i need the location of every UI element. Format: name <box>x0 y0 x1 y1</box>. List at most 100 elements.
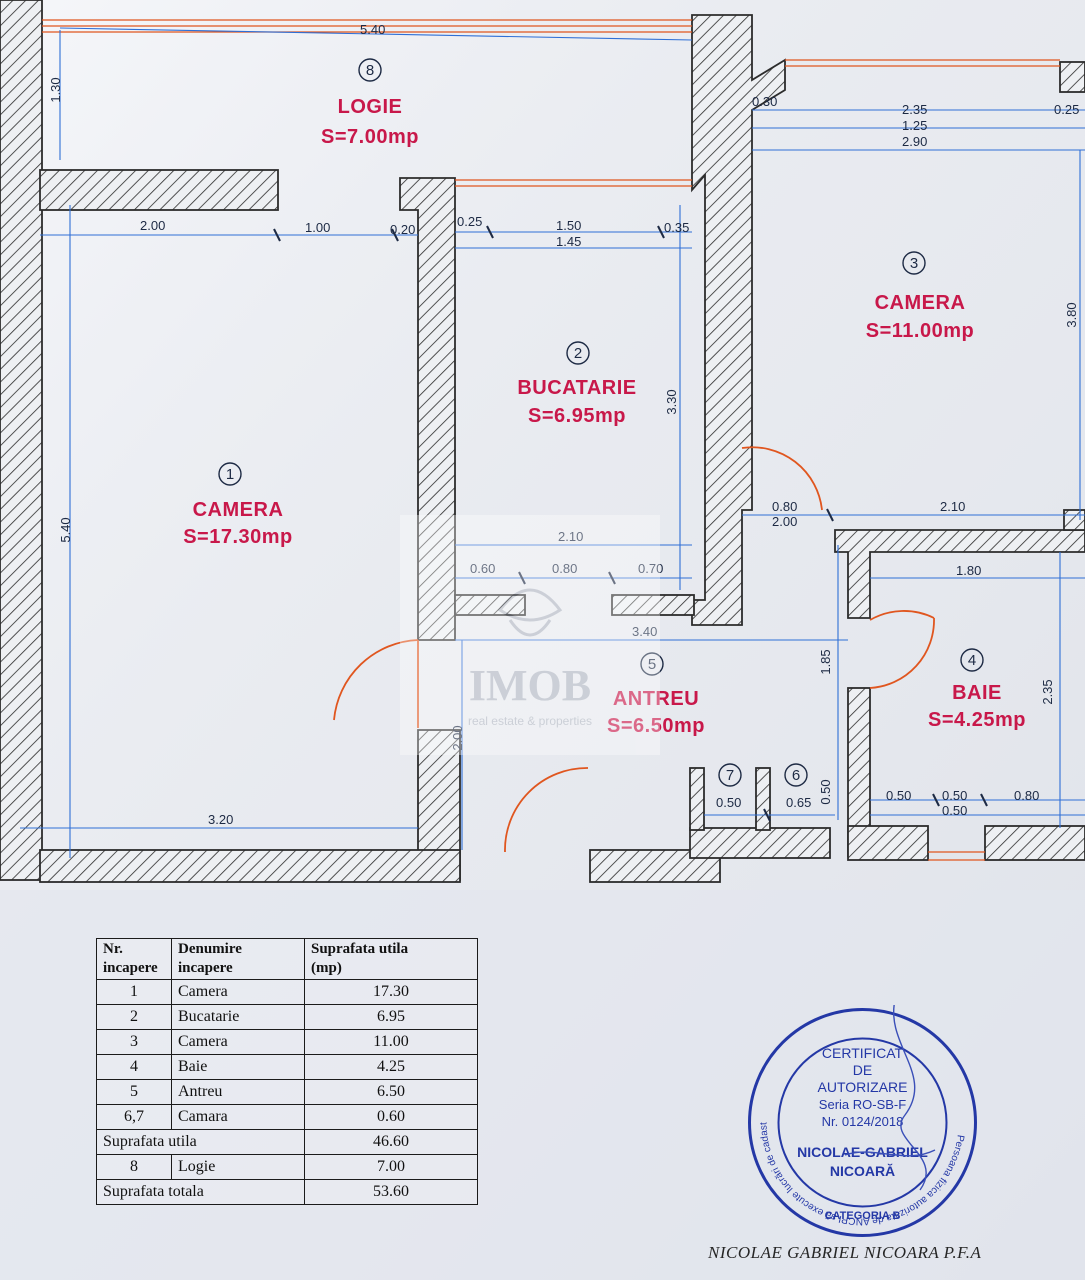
room-2-number: 2 <box>574 345 582 362</box>
dim-s-b: 0.65 <box>786 795 811 810</box>
dim-a-width: 3.40 <box>632 624 657 639</box>
stamp-line5: Nr. 0124/2018 <box>822 1114 904 1129</box>
table-row: 8 Logie 7.00 <box>96 1154 478 1180</box>
room-5-name: ANTREU <box>613 688 699 710</box>
row-name: Camara <box>171 1104 305 1130</box>
dim-b-d: 0.50 <box>942 803 967 818</box>
row-area: 7.00 <box>304 1154 478 1180</box>
room-4-number: 4 <box>968 652 976 669</box>
row-nr: 6,7 <box>96 1104 172 1130</box>
door-room1 <box>333 639 419 728</box>
room-2-marker <box>566 341 590 365</box>
stamp-line3: AUTORIZARE <box>818 1079 908 1095</box>
wall-bath-bottom-left <box>847 825 929 861</box>
room-8-number: 8 <box>366 62 374 79</box>
wall-left-outer <box>0 0 43 881</box>
row-nr: 5 <box>96 1079 172 1105</box>
room-5-number: 5 <box>648 656 656 673</box>
room-8-marker <box>358 58 382 82</box>
dimension-labels: 5.40 1.30 0.30 2.35 0.25 1.25 2.90 3.80 … <box>48 22 1079 827</box>
dim-c-c: 2.10 <box>940 499 965 514</box>
row-name: Camera <box>171 1029 305 1055</box>
signature-line: NICOLAE GABRIEL NICOARA P.F.A <box>708 1243 982 1262</box>
row-area: 11.00 <box>304 1029 478 1055</box>
door-bath <box>869 610 935 689</box>
room-1-marker <box>218 462 242 486</box>
watermark-logo: IMOB <box>469 661 591 710</box>
area-table: Nr. incapere Denumire incapere Suprafata… <box>96 938 478 1205</box>
doors <box>333 446 935 853</box>
header-name: Denumire incapere <box>171 938 305 980</box>
dim-logia-depth: 1.30 <box>48 77 63 102</box>
table-row: 1 Camera 17.30 <box>96 979 478 1005</box>
dim-a-height: 2.00 <box>450 725 465 750</box>
wall-bath-bottom-right <box>984 825 1085 861</box>
dim-k-f: 0.60 <box>470 561 495 576</box>
row-area: 0.60 <box>304 1104 478 1130</box>
dim-r3-d: 1.25 <box>902 118 927 133</box>
dim-c-b: 2.00 <box>772 514 797 529</box>
dim-r1-bottom: 3.20 <box>208 812 233 827</box>
wall-closet-mid <box>755 767 771 831</box>
dim-b-top: 1.80 <box>956 563 981 578</box>
room-5-area: S=6.50mp <box>607 715 705 737</box>
room-labels: LOGIE S=7.00mp CAMERA S=17.30mp BUCATARI… <box>183 96 1026 737</box>
header-nr: Nr. incapere <box>96 938 172 980</box>
stamp-line1: CERTIFICAT <box>822 1045 904 1061</box>
dim-logia-width: 5.40 <box>360 22 385 37</box>
wall-logia-bottom <box>39 169 279 211</box>
signature-scribble <box>844 1005 936 1191</box>
table-row: 3 Camera 11.00 <box>96 1029 478 1055</box>
row-name: Camera <box>171 979 305 1005</box>
wall-bath-top <box>834 529 1085 619</box>
row-name: Antreu <box>171 1079 305 1105</box>
dim-r3-b: 2.35 <box>902 102 927 117</box>
room-1-number: 1 <box>226 466 234 483</box>
dim-r3-e: 2.90 <box>902 134 927 149</box>
wall-center-column <box>691 14 786 626</box>
door-room3 <box>741 446 823 511</box>
dim-r1-a: 2.00 <box>140 218 165 233</box>
dimension-lines <box>20 27 1085 858</box>
useful-area-label: Suprafata utila <box>96 1129 305 1155</box>
dim-b-c: 0.80 <box>1014 788 1039 803</box>
useful-area-row: Suprafata utila 46.60 <box>96 1129 478 1155</box>
dim-s-a: 0.50 <box>716 795 741 810</box>
door-entrance <box>504 767 589 853</box>
dim-r3-a: 0.30 <box>752 94 777 109</box>
room-7-number: 7 <box>726 767 734 784</box>
watermark-tagline: real estate & properties <box>468 714 592 728</box>
room-numbers <box>218 58 984 787</box>
dim-r1-c: 0.20 <box>390 222 415 237</box>
total-area-row: Suprafata totala 53.60 <box>96 1179 478 1205</box>
table-header-row: Nr. incapere Denumire incapere Suprafata… <box>96 938 478 980</box>
walls <box>0 0 1085 883</box>
room-number-digits: 8 1 2 3 5 4 7 6 <box>226 62 976 784</box>
table-row: 6,7 Camara 0.60 <box>96 1104 478 1130</box>
row-nr: 8 <box>96 1154 172 1180</box>
dim-b-b: 0.50 <box>942 788 967 803</box>
dim-b-a: 0.50 <box>886 788 911 803</box>
wall-kitchen-bottom-right <box>611 594 695 616</box>
total-area-label: Suprafata totala <box>96 1179 305 1205</box>
dim-b-height: 2.35 <box>1040 679 1055 704</box>
table-row: 2 Bucatarie 6.95 <box>96 1004 478 1030</box>
header-area: Suprafata utila (mp) <box>304 938 478 980</box>
room-3-name: CAMERA <box>875 292 966 314</box>
row-area: 6.50 <box>304 1079 478 1105</box>
dim-k-height: 3.30 <box>664 389 679 414</box>
row-name: Baie <box>171 1054 305 1080</box>
room-2-name: BUCATARIE <box>517 377 636 399</box>
dim-r1-b: 1.00 <box>305 220 330 235</box>
dim-k-c: 0.35 <box>664 220 689 235</box>
dim-c-a: 0.80 <box>772 499 797 514</box>
stamp-line2: DE <box>853 1062 872 1078</box>
room-1-area: S=17.30mp <box>183 526 293 548</box>
room-8-name: LOGIE <box>338 96 403 118</box>
eagle-icon <box>497 588 563 637</box>
dim-k-e: 2.10 <box>558 529 583 544</box>
room-4-area: S=4.25mp <box>928 709 1026 731</box>
room-4-marker <box>960 648 984 672</box>
row-area: 4.25 <box>304 1054 478 1080</box>
wall-closet-left <box>689 767 705 831</box>
